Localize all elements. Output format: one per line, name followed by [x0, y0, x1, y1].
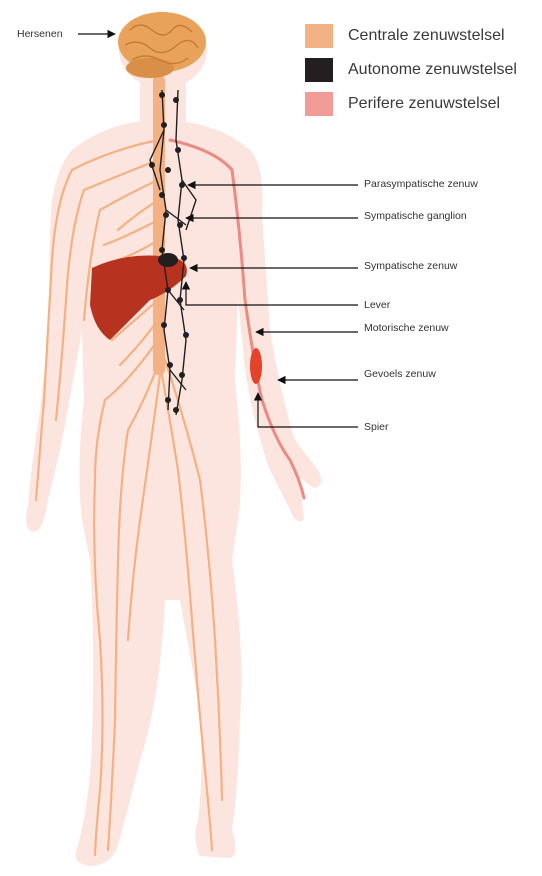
label-motorische-zenuw: Motorische zenuw [364, 322, 484, 335]
legend-item-central: Centrale zenuwstelsel [305, 24, 505, 48]
muscle [250, 348, 262, 384]
label-gevoels-zenuw: Gevoels zenuw [364, 368, 484, 381]
label-hersenen: Hersenen [17, 28, 63, 40]
legend-label-autonomic: Autonome zenuwstelsel [348, 61, 517, 79]
legend-item-autonomic: Autonome zenuwstelsel [305, 58, 517, 82]
label-sympatische-ganglion: Sympatische ganglion [364, 210, 484, 223]
legend-swatch-peripheral [305, 92, 333, 116]
legend-label-central: Centrale zenuwstelsel [348, 27, 505, 45]
label-sympatische-zenuw: Sympatische zenuw [364, 260, 484, 273]
legend-label-peripheral: Perifere zenuwstelsel [348, 95, 500, 113]
legend-swatch-central [305, 24, 333, 48]
legend-item-peripheral: Perifere zenuwstelsel [305, 92, 500, 116]
label-lever: Lever [364, 299, 484, 312]
label-parasympatische-zenuw: Parasympatische zenuw [364, 178, 484, 191]
legend-swatch-autonomic [305, 58, 333, 82]
label-spier: Spier [364, 421, 484, 434]
